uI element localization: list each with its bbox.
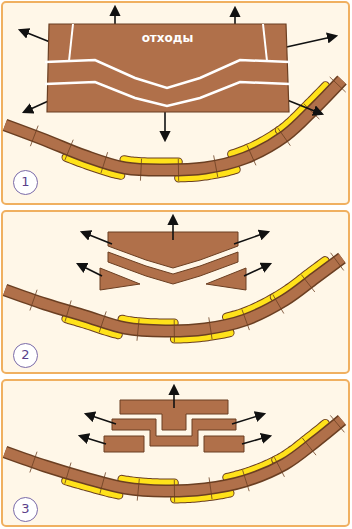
callout-text: 3 [21, 502, 29, 516]
joint-tick [101, 152, 108, 173]
callout-text: 1 [21, 175, 29, 189]
joint-tick [331, 253, 344, 271]
joint-tick [65, 300, 71, 321]
beam-body [5, 420, 342, 491]
joint-tick [301, 275, 315, 292]
beam-body [5, 258, 342, 331]
waste-block: отходы [45, 22, 290, 114]
joint-tick [330, 77, 346, 92]
joint-tick [209, 317, 212, 339]
joint-tick [243, 470, 250, 491]
joint-tick [278, 128, 291, 146]
joint-tick [174, 480, 175, 502]
joint-tick [100, 472, 106, 493]
arrows [78, 216, 270, 276]
joint-tick [99, 311, 106, 332]
beam-outline [5, 258, 342, 331]
panel-frame [2, 211, 349, 373]
callout-number: 3 [13, 497, 38, 522]
waste-label: отходы [142, 32, 194, 114]
joint-tick [242, 309, 250, 330]
joint-tick [247, 145, 256, 165]
filler-outline [124, 160, 178, 162]
filler-insert [124, 160, 178, 162]
joint-tick [273, 294, 284, 313]
callout-number: 1 [13, 170, 38, 195]
joint-tick [274, 457, 284, 477]
joint-tick [209, 477, 212, 499]
joint-tick [140, 159, 141, 181]
joint-tick [30, 290, 37, 311]
joint-tick [65, 463, 71, 484]
laminated-beams [5, 77, 346, 502]
callout-number: 2 [13, 343, 38, 368]
joint-tick [174, 320, 175, 342]
callout-text: 2 [21, 348, 29, 362]
joint-tick [137, 319, 139, 341]
arrows [80, 386, 270, 444]
joint-tick [30, 126, 38, 147]
joint-tick [302, 438, 316, 455]
joint-tick [137, 479, 139, 501]
joint-tick [65, 140, 73, 160]
joint-tick [214, 155, 218, 177]
panel-frame [2, 2, 349, 204]
joint-tick [330, 415, 344, 432]
beam-outline [5, 420, 342, 491]
joint-tick [178, 159, 179, 181]
panel-frame [2, 380, 349, 526]
joint-tick [30, 452, 37, 473]
wood-block [100, 232, 246, 290]
arrows [20, 7, 336, 140]
